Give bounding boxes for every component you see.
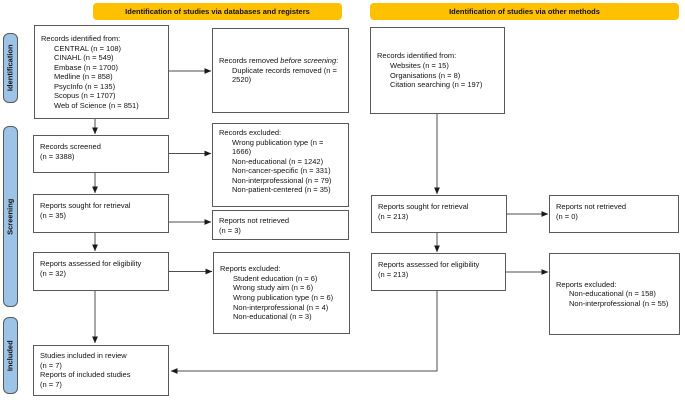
box-line: (n = 35)	[40, 210, 67, 220]
box-line: Reports sought for retrieval	[378, 202, 469, 211]
source-line: PsycInfo (n = 135)	[54, 81, 116, 91]
stage-label-included-text: Included	[5, 340, 15, 371]
box-title: Records identified from:	[377, 51, 457, 61]
reason-line: Non-educational (n = 1242)	[232, 156, 324, 166]
box-line: (n = 213)	[378, 211, 409, 221]
box-reports-sought-other: Reports sought for retrieval (n = 213)	[371, 195, 507, 233]
box-line: Reports not retrieved	[219, 216, 290, 225]
header-databases-registers: Identification of studies via databases …	[93, 3, 342, 20]
reason-line: Non-patient-centered (n = 35)	[232, 185, 331, 195]
source-line: Embase (n = 1700)	[54, 62, 118, 72]
box-records-identified-other: Records identified from: Websites (n = 1…	[370, 27, 505, 114]
source-line: Web of Science (n = 851)	[54, 100, 139, 110]
box-records-removed-before-screening: Records removed before screening: Duplic…	[212, 28, 349, 113]
box-line: (n = 0)	[556, 211, 578, 221]
box-line: (n = 7)	[40, 379, 62, 389]
box-records-identified-databases: Records identified from: CENTRAL (n = 10…	[34, 25, 169, 119]
box-reports-excluded-other: Reports excluded: Non-educational (n = 1…	[549, 253, 680, 335]
source-line: CINAHL (n = 549)	[54, 53, 114, 63]
box-line: Reports of included studies	[40, 370, 131, 380]
box-title: Reports excluded:	[556, 279, 617, 289]
stage-label-included: Included	[3, 317, 18, 394]
reason-line: Student education (n = 6)	[233, 273, 318, 283]
reason-line: Non-interprofessional (n = 55)	[569, 298, 669, 308]
reason-line: Non-educational (n = 158)	[569, 289, 656, 299]
reason-line: Non-cancer-specific (n = 331)	[232, 166, 331, 176]
title-prefix: Records removed	[219, 56, 281, 66]
reason-line: Non-interprofessional (n = 4)	[233, 302, 329, 312]
box-records-screened: Records screened (n = 3388)	[33, 135, 169, 173]
source-line: Scopus (n = 1707)	[54, 91, 116, 101]
box-line: Records screened	[40, 142, 101, 151]
box-title: Records excluded:	[219, 128, 282, 137]
box-reports-sought-databases: Reports sought for retrieval (n = 35)	[33, 194, 169, 233]
box-reports-assessed-other: Reports assessed for eligibility (n = 21…	[371, 253, 506, 291]
box-reports-excluded-databases: Reports excluded: Student education (n =…	[213, 252, 350, 334]
reason-line: Wrong study aim (n = 6)	[233, 283, 314, 293]
source-line: CENTRAL (n = 108)	[54, 43, 122, 53]
stage-label-screening-text: Screening	[5, 198, 15, 235]
box-line: Reports not retrieved	[556, 202, 627, 211]
box-title: Records identified from:	[41, 34, 121, 43]
box-line: Studies included in review	[40, 351, 127, 360]
header-other-methods: Identification of studies via other meth…	[370, 3, 679, 20]
stage-label-screening: Screening	[3, 126, 18, 307]
title-suffix: :	[336, 56, 339, 66]
box-line: (n = 3)	[219, 225, 241, 235]
box-records-excluded: Records excluded: Wrong publication type…	[212, 123, 349, 207]
source-line: Medline (n = 858)	[54, 72, 113, 82]
reason-line: Non-educational (n = 3)	[233, 312, 312, 322]
title-italic: before screening	[280, 56, 337, 66]
stage-label-identification: Identification	[3, 33, 18, 103]
stage-label-identification-text: Identification	[5, 44, 15, 92]
box-line: (n = 7)	[40, 360, 62, 370]
source-line: Organisations (n = 8)	[390, 70, 461, 80]
source-line: Websites (n = 15)	[390, 60, 449, 70]
box-reports-assessed-databases: Reports assessed for eligibility (n = 32…	[33, 252, 169, 291]
box-line: Reports assessed for eligibility	[40, 259, 142, 268]
box-reports-not-retrieved-databases: Reports not retrieved (n = 3)	[212, 210, 349, 240]
box-title: Records removed before screening:	[219, 56, 343, 66]
reason-line: Non-interprofessional (n = 79)	[232, 175, 332, 185]
arrow-other-assessed-to-included	[170, 291, 438, 374]
reason-line: Duplicate records removed (n = 2520)	[232, 65, 337, 85]
box-line: Reports sought for retrieval	[40, 201, 131, 210]
box-line: (n = 3388)	[40, 151, 75, 161]
box-reports-not-retrieved-other: Reports not retrieved (n = 0)	[549, 195, 679, 233]
box-line: Reports assessed for eligibility	[378, 260, 480, 269]
source-line: Citation searching (n = 197)	[390, 80, 483, 90]
box-line: (n = 32)	[40, 268, 67, 278]
reason-line: Wrong publication type (n = 1666)	[232, 137, 324, 157]
reason-line: Wrong publication type (n = 6)	[233, 293, 334, 302]
box-studies-included: Studies included in review (n = 7) Repor…	[33, 345, 169, 396]
box-line: (n = 213)	[378, 269, 409, 279]
box-title: Reports excluded:	[220, 264, 281, 274]
